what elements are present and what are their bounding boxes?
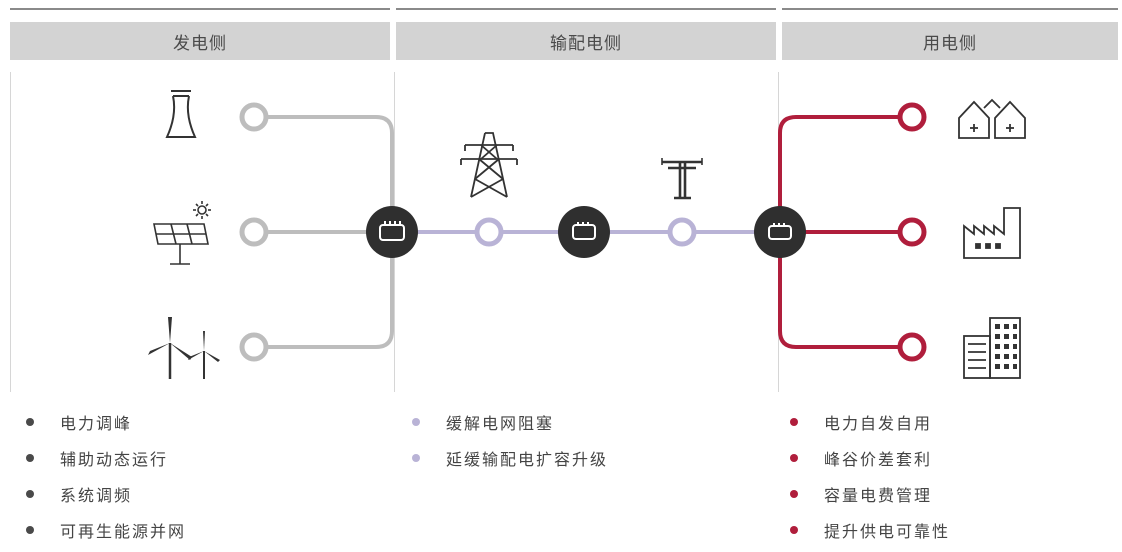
- battery-icon: [379, 221, 405, 241]
- bullet-dot: [790, 526, 798, 534]
- battery-icon: [768, 223, 792, 240]
- header-transmission-label: 输配电侧: [550, 33, 622, 54]
- consumption-node-top: [897, 102, 927, 132]
- power-plant-icon: [165, 90, 197, 138]
- top-rule-right: [782, 8, 1118, 10]
- consumption-benefits-list: 电力自发自用 峰谷价差套利 容量电费管理 提升供电可靠性: [790, 404, 950, 548]
- bullet-dot: [790, 454, 798, 462]
- list-item: 峰谷价差套利: [790, 440, 950, 476]
- list-item-label: 缓解电网阻塞: [446, 414, 555, 433]
- wind-turbine-icon: [148, 317, 220, 379]
- list-item: 延缓输配电扩容升级: [412, 440, 608, 476]
- generation-benefits-list: 电力调峰 辅助动态运行 系统调频 可再生能源并网: [26, 404, 186, 548]
- list-item-label: 峰谷价差套利: [824, 450, 933, 469]
- list-item-label: 容量电费管理: [824, 486, 933, 505]
- transmission-node-2: [667, 217, 697, 247]
- list-item: 系统调频: [26, 476, 186, 512]
- solar-panel-icon: [153, 201, 211, 265]
- list-item-label: 系统调频: [60, 486, 133, 505]
- energy-storage-diagram: [148, 90, 1026, 379]
- list-item-label: 电力调峰: [60, 414, 133, 433]
- generation-node-bottom: [239, 332, 269, 362]
- top-rule-middle: [396, 8, 776, 10]
- storage-node-consumption: [754, 206, 806, 258]
- battery-icon: [572, 222, 596, 240]
- header-generation-label: 发电侧: [173, 33, 227, 54]
- list-item: 电力调峰: [26, 404, 186, 440]
- bullet-dot: [790, 418, 798, 426]
- transmission-benefits-list: 缓解电网阻塞 延缓输配电扩容升级: [412, 404, 608, 476]
- office-building-icon: [963, 317, 1021, 379]
- list-item-label: 提升供电可靠性: [824, 522, 951, 541]
- generation-node-middle: [239, 217, 269, 247]
- list-item: 辅助动态运行: [26, 440, 186, 476]
- list-item: 可再生能源并网: [26, 512, 186, 548]
- header-transmission: 输配电侧: [396, 22, 776, 60]
- header-consumption-label: 用电侧: [923, 33, 977, 54]
- storage-node-generation: [366, 206, 418, 258]
- list-item-label: 延缓输配电扩容升级: [446, 450, 609, 469]
- utility-pole-icon: [661, 158, 703, 200]
- top-rule-left: [10, 8, 390, 10]
- divider-left: [10, 72, 11, 392]
- list-item: 缓解电网阻塞: [412, 404, 608, 440]
- transmission-node-1: [474, 217, 504, 247]
- header-consumption: 用电侧: [782, 22, 1118, 60]
- generation-node-top: [239, 102, 269, 132]
- storage-node-transmission: [558, 206, 610, 258]
- consumption-node-bottom: [897, 332, 927, 362]
- bullet-dot: [26, 418, 34, 426]
- list-item-label: 可再生能源并网: [60, 522, 187, 541]
- bullet-dot: [26, 454, 34, 462]
- factory-icon: [963, 207, 1021, 259]
- bullet-dot: [26, 526, 34, 534]
- houses-icon: [958, 98, 1026, 139]
- list-item: 容量电费管理: [790, 476, 950, 512]
- list-item-label: 电力自发自用: [824, 414, 933, 433]
- bullet-dot: [26, 490, 34, 498]
- bullet-dot: [790, 490, 798, 498]
- bullet-dot: [412, 418, 420, 426]
- list-item: 电力自发自用: [790, 404, 950, 440]
- bullet-dot: [412, 454, 420, 462]
- list-item-label: 辅助动态运行: [60, 450, 169, 469]
- consumption-node-middle: [897, 217, 927, 247]
- header-generation: 发电侧: [10, 22, 390, 60]
- list-item: 提升供电可靠性: [790, 512, 950, 548]
- transmission-tower-icon: [460, 132, 518, 198]
